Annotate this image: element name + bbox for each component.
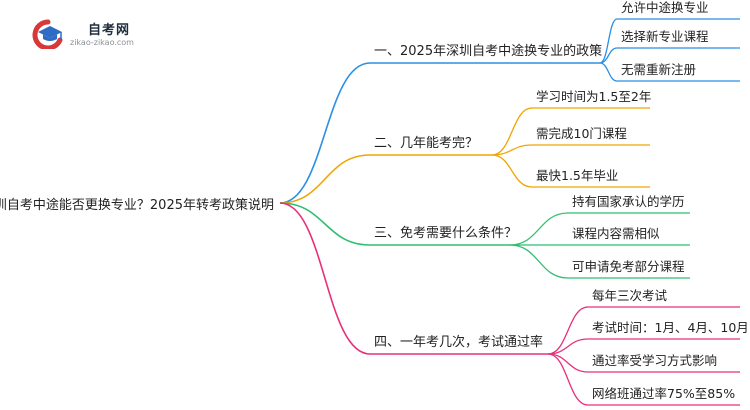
edge-branch-4-leaf-1 <box>547 306 589 355</box>
edge-branch-3-leaf-1 <box>509 212 569 246</box>
edge-branch-1-leaf-2 <box>599 47 618 64</box>
leaf-4-2[interactable]: 考试时间：1月、4月、10月 <box>592 320 749 335</box>
edge-root-branch-3 <box>279 202 371 246</box>
edge-branch-4-leaf-4 <box>547 353 589 406</box>
leaf-3-1[interactable]: 持有国家承认的学历 <box>572 194 685 209</box>
edge-root-branch-4 <box>279 202 371 355</box>
edge-branch-1-leaf-3 <box>599 62 618 82</box>
edge-root-branch-1 <box>279 62 371 204</box>
site-name: 自考网 <box>88 23 131 38</box>
leaf-2-3[interactable]: 最快1.5年毕业 <box>536 168 618 183</box>
branch-4-topic[interactable]: 四、一年考几次，考试通过率 <box>374 334 543 350</box>
edge-branch-4-leaf-2 <box>547 338 589 355</box>
branch-2-topic[interactable]: 二、几年能考完？ <box>374 136 478 151</box>
edge-branch-3-leaf-3 <box>509 244 569 279</box>
leaf-4-3[interactable]: 通过率受学习方式影响 <box>592 353 717 368</box>
site-logo[interactable]: 自考网 zikao-zikao.com <box>30 17 170 53</box>
leaf-4-1[interactable]: 每年三次考试 <box>592 288 668 303</box>
edge-branch-2-leaf-1 <box>491 107 533 156</box>
edge-branch-1-leaf-1 <box>599 18 618 64</box>
branch-3-topic[interactable]: 三、免考需要什么条件？ <box>374 225 517 241</box>
leaf-3-2[interactable]: 课程内容需相似 <box>572 226 660 241</box>
edge-branch-2-leaf-2 <box>491 144 533 156</box>
site-url: zikao-zikao.com <box>70 38 134 47</box>
mind-map-edges <box>279 18 740 406</box>
leaf-2-2[interactable]: 需完成10门课程 <box>536 126 627 141</box>
edge-branch-4-leaf-3 <box>547 353 589 373</box>
edge-root-branch-2 <box>279 154 371 204</box>
graduation-cap-icon <box>32 19 63 49</box>
leaf-4-4[interactable]: 网络班通过率75%至85% <box>592 386 735 401</box>
leaf-3-3[interactable]: 可申请免考部分课程 <box>572 259 685 274</box>
leaf-1-2[interactable]: 选择新专业课程 <box>621 29 709 44</box>
leaf-1-1[interactable]: 允许中途换专业 <box>621 0 709 15</box>
leaf-1-3[interactable]: 无需重新注册 <box>621 62 696 77</box>
mind-map-nodes: 深圳自考中途能否更换专业？2025年转考政策说明 一、2025年深圳自考中途换专业… <box>0 0 749 401</box>
leaf-2-1[interactable]: 学习时间为1.5至2年 <box>536 89 651 104</box>
root-topic[interactable]: 深圳自考中途能否更换专业？2025年转考政策说明 <box>0 197 274 213</box>
branch-1-topic[interactable]: 一、2025年深圳自考中途换专业的政策 <box>374 43 602 59</box>
edge-branch-2-leaf-3 <box>491 154 533 188</box>
